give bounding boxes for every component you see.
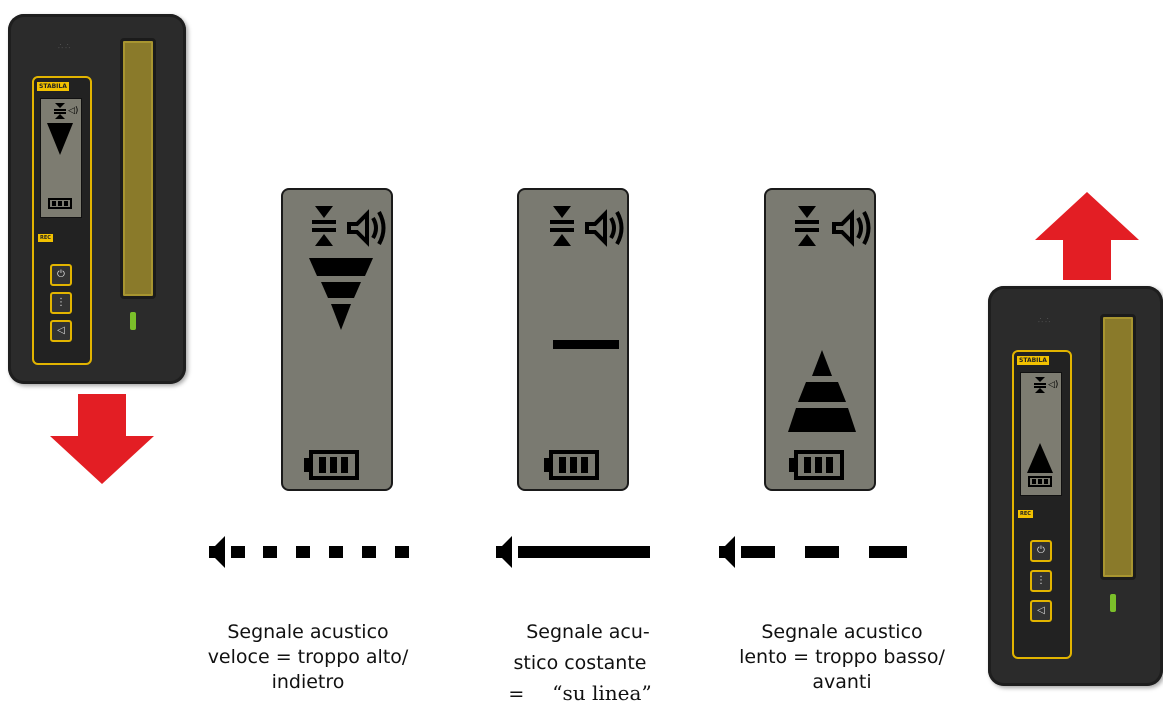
arrow-up-icon	[1035, 192, 1139, 280]
speaker-icon	[347, 209, 386, 247]
speaker-grille: ∴∴	[1038, 316, 1053, 325]
caption-line: Segnale acustico	[761, 621, 923, 643]
down-indicator-icon	[309, 258, 373, 330]
caption-line: Segnale acustico	[227, 621, 389, 643]
svg-text:◁): ◁)	[68, 106, 78, 116]
laser-window-rail	[1100, 314, 1136, 580]
status-led	[1110, 594, 1116, 612]
caption-line: stico costante	[513, 652, 647, 674]
receiver-device-left: ∴∴ STABILA ◁) REC ⏻ ⋮ ◁	[8, 14, 186, 384]
target-line-icon	[312, 206, 336, 246]
volume-button[interactable]: ◁	[50, 320, 72, 342]
volume-button[interactable]: ◁	[1030, 600, 1052, 622]
constant-beep-pattern	[496, 536, 650, 568]
model-label: REC	[38, 234, 53, 242]
status-led	[130, 312, 136, 330]
battery-icon	[304, 450, 359, 480]
arrow-down-icon	[50, 394, 154, 484]
caption-fast-beep: Segnale acustico veloce = troppo alto/ i…	[182, 620, 434, 695]
model-label: REC	[1018, 510, 1033, 518]
battery-icon	[544, 450, 599, 480]
power-button[interactable]: ⏻	[50, 264, 72, 286]
lcd-icons	[788, 206, 871, 480]
caption-slow-beep: Segnale acustico lento = troppo basso/ a…	[722, 620, 962, 695]
precision-button[interactable]: ⋮	[50, 292, 72, 314]
slow-beep-pattern	[719, 536, 907, 568]
on-line-indicator-icon	[553, 340, 619, 349]
mini-display: ◁)	[40, 98, 82, 218]
precision-button[interactable]: ⋮	[1030, 570, 1052, 592]
speaker-icon	[719, 536, 735, 568]
caption-line: veloce = troppo alto/	[207, 646, 409, 668]
speaker-icon	[832, 209, 871, 247]
up-indicator-icon	[788, 350, 856, 432]
brand-label: STABILA	[1017, 356, 1049, 365]
laser-window-rail	[120, 38, 156, 299]
mini-display-icons: ◁)	[47, 103, 78, 209]
caption-line: avanti	[812, 671, 872, 693]
caption-line-on-line: = “su linea”	[470, 681, 690, 707]
brand-label: STABILA	[37, 82, 69, 91]
speaker-icon	[496, 536, 512, 568]
power-button[interactable]: ⏻	[1030, 540, 1052, 562]
on-line-quote: “su linea”	[552, 681, 652, 705]
speaker-icon	[209, 536, 225, 568]
caption-constant-beep: Segnale acu- stico costante = “su linea”	[470, 620, 690, 707]
lcd-panel-too-low	[764, 188, 876, 491]
target-line-icon	[795, 206, 819, 246]
mini-display: ◁)	[1020, 372, 1062, 496]
caption-line: lento = troppo basso/	[739, 646, 945, 668]
lcd-icons	[544, 206, 624, 480]
caption-line: indietro	[271, 671, 345, 693]
mini-display-icons: ◁)	[1027, 377, 1058, 487]
caption-line: Segnale acu-	[526, 621, 650, 643]
target-line-icon	[550, 206, 574, 246]
svg-text:◁): ◁)	[1048, 380, 1058, 390]
equals-sign: =	[508, 683, 525, 705]
speaker-grille: ∴∴	[58, 42, 73, 51]
battery-icon	[789, 450, 844, 480]
lcd-panel-on-line	[517, 188, 629, 491]
receiver-device-right: ∴∴ STABILA ◁) REC ⏻ ⋮ ◁	[988, 286, 1163, 686]
speaker-icon	[585, 209, 624, 247]
lcd-panel-too-high	[281, 188, 393, 491]
lcd-icons	[304, 206, 386, 480]
fast-beep-pattern	[209, 536, 409, 568]
